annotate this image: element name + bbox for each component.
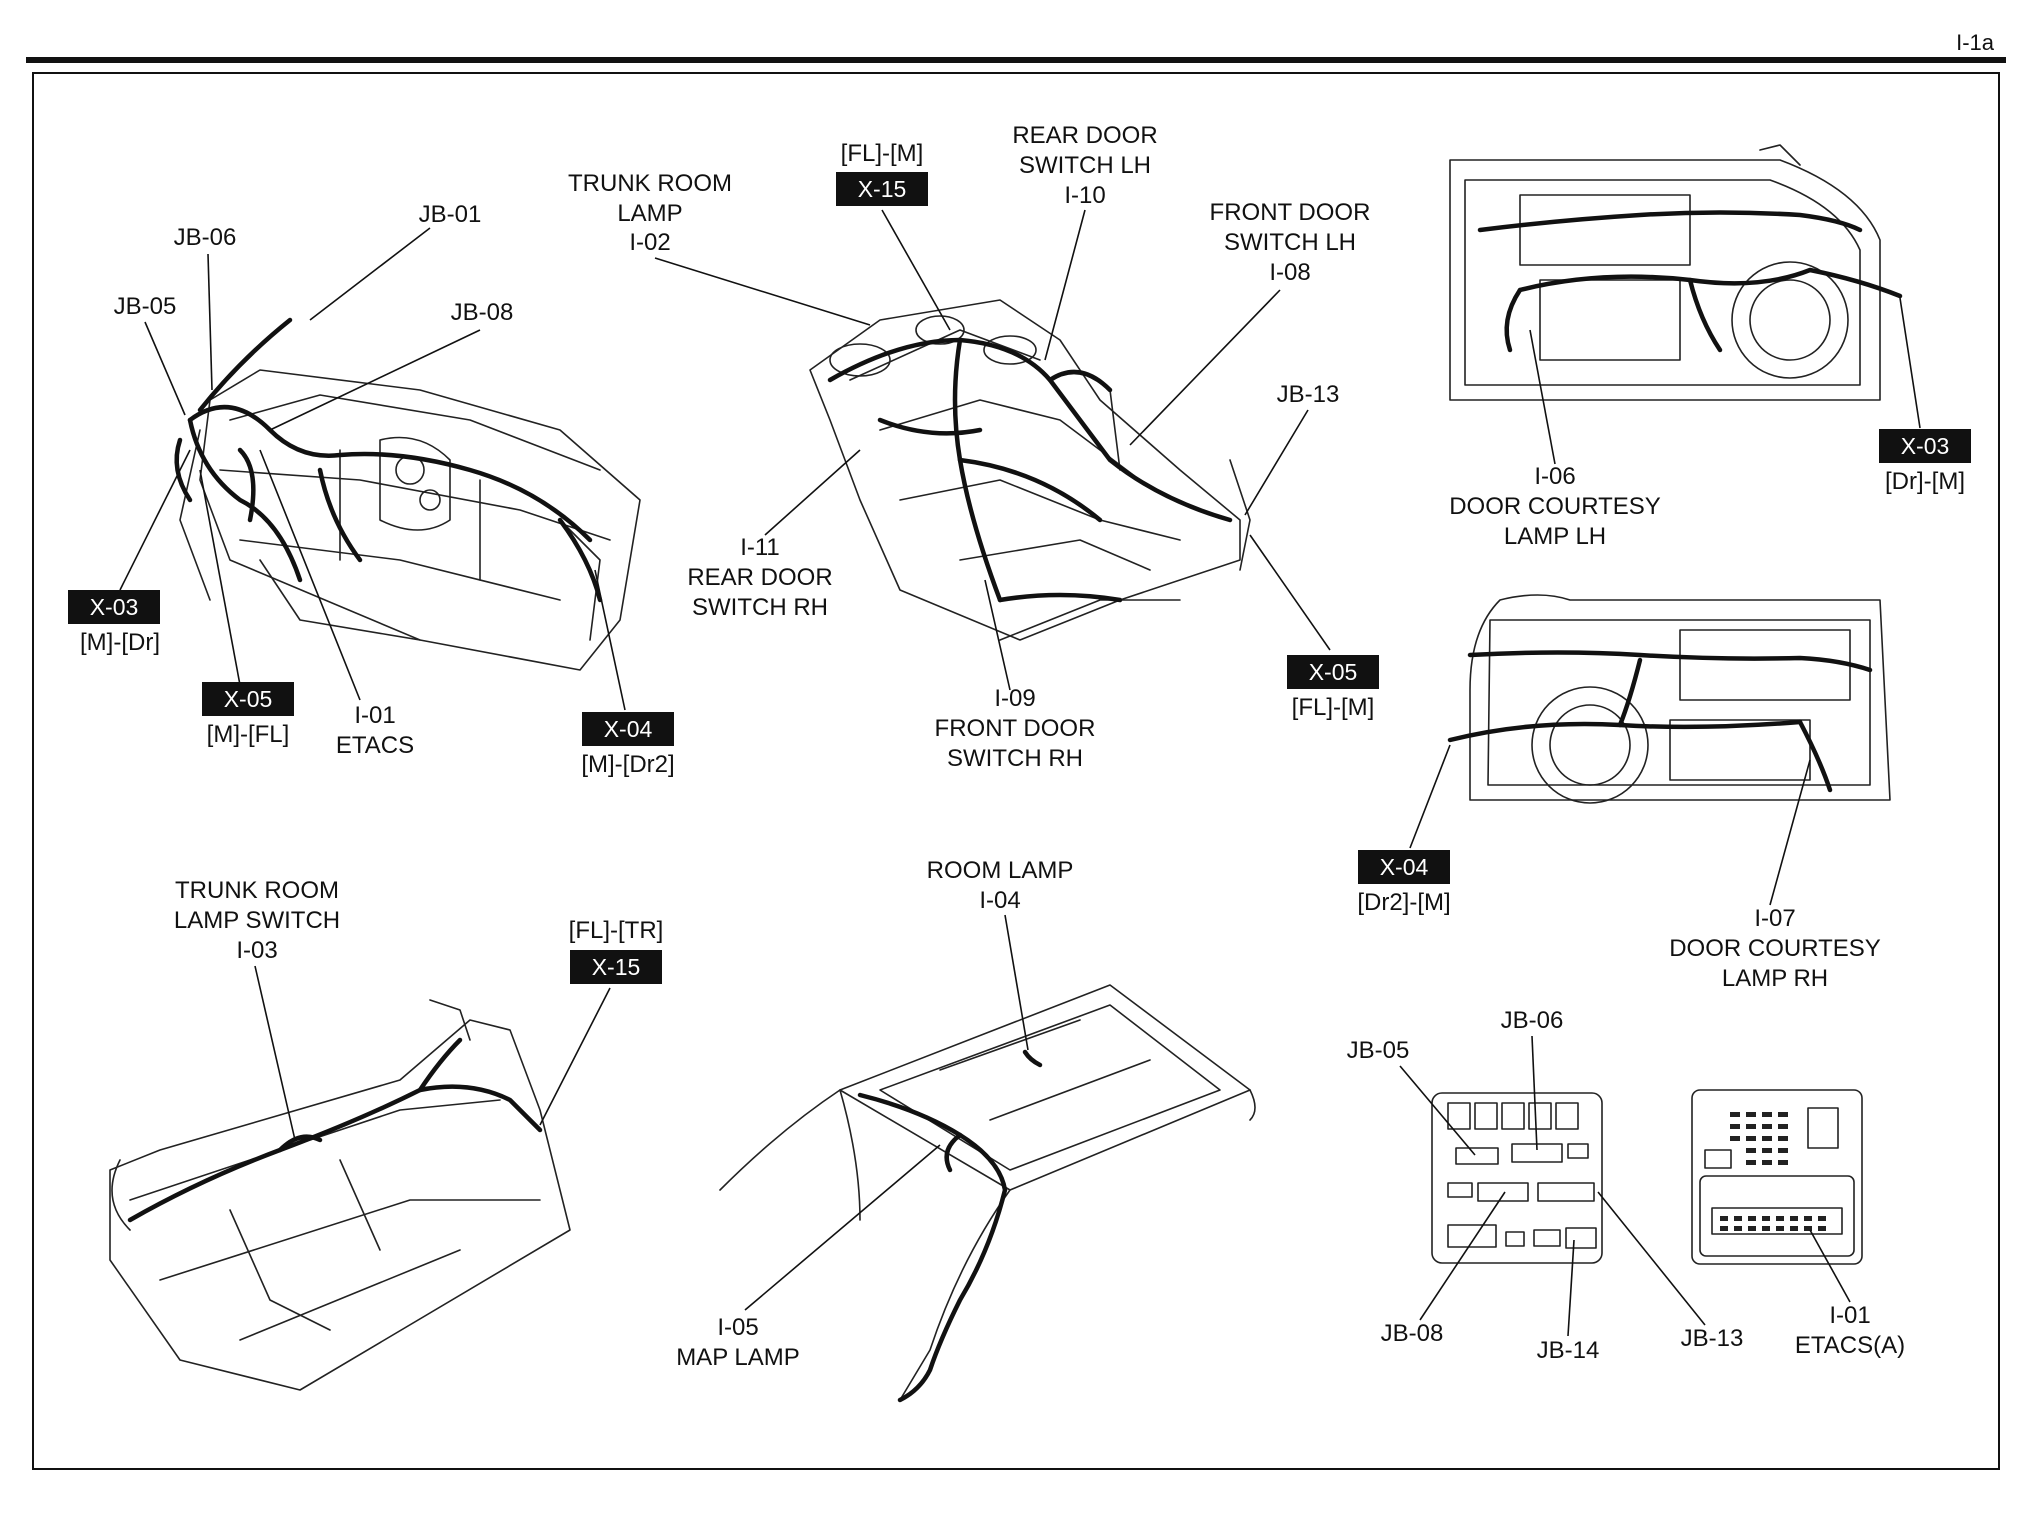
trunk-switch-code: I-03 <box>236 937 277 964</box>
door-courtesy-lh-line1: DOOR COURTESY <box>1449 493 1661 520</box>
x03-tag-text: X-03 <box>90 594 139 620</box>
etacs-code-label: I-01 <box>354 702 395 729</box>
door-courtesy-rh-line1: DOOR COURTESY <box>1669 935 1881 962</box>
junction-block-drawing <box>1431 1089 1863 1265</box>
room-lamp-label: ROOM LAMP <box>927 857 1074 884</box>
roof-harness-drawing <box>719 984 1256 1403</box>
x15-trunk-sub-label: [FL]-[TR] <box>569 917 664 944</box>
header-rule <box>26 57 2006 63</box>
x04-door-rh-sub-label: [Dr2]-[M] <box>1357 889 1450 916</box>
front-door-switch-rh-code: I-09 <box>994 685 1035 712</box>
x03-door-lh-tag-text: X-03 <box>1901 433 1950 459</box>
x05-floor-sub-label: [FL]-[M] <box>1292 694 1375 721</box>
front-door-switch-lh-line2: SWITCH LH <box>1224 229 1356 256</box>
front-door-switch-lh-code: I-08 <box>1269 259 1310 286</box>
rear-door-switch-rh-line2: SWITCH RH <box>692 594 828 621</box>
floor-leaders <box>654 209 1331 691</box>
trunk-harness-drawing <box>109 999 571 1391</box>
etacs-a-label: ETACS(A) <box>1795 1332 1905 1359</box>
jb06-junction-label: JB-06 <box>1501 1007 1564 1034</box>
rear-door-switch-rh-code: I-11 <box>740 534 780 561</box>
rear-door-switch-lh-code: I-10 <box>1064 182 1105 209</box>
door-courtesy-rh-code: I-07 <box>1754 905 1795 932</box>
x04-connector-tag <box>582 712 674 746</box>
x04-door-rh-tag-text: X-04 <box>1380 854 1429 880</box>
map-lamp-code: I-05 <box>717 1314 758 1341</box>
x15-floor-sub-label: [FL]-[M] <box>841 140 924 167</box>
door-courtesy-rh-line2: LAMP RH <box>1722 965 1828 992</box>
jb06-label: JB-06 <box>174 224 237 251</box>
x03-door-lh-connector-tag <box>1879 429 1971 463</box>
jb13-floor-label: JB-13 <box>1277 381 1340 408</box>
x04-tag-text: X-04 <box>604 716 653 742</box>
junction-leaders <box>1399 1035 1851 1337</box>
door-lh-drawing <box>1449 144 1903 401</box>
x05-tag-text: X-05 <box>224 686 273 712</box>
jb08-label: JB-08 <box>451 299 514 326</box>
trunk-room-lamp-line1: TRUNK ROOM <box>568 170 732 197</box>
jb05-label: JB-05 <box>114 293 177 320</box>
x15-trunk-tag-text: X-15 <box>592 954 641 980</box>
trunk-leaders <box>254 965 611 1141</box>
map-lamp-label: MAP LAMP <box>676 1344 800 1371</box>
front-door-switch-lh-line1: FRONT DOOR <box>1210 199 1371 226</box>
x03-door-lh-sub-label: [Dr]-[M] <box>1885 468 1965 495</box>
x05-floor-connector-tag <box>1287 655 1379 689</box>
page-number: I-1a <box>1956 30 1995 55</box>
door-courtesy-lh-code: I-06 <box>1534 463 1575 490</box>
front-door-switch-rh-line2: SWITCH RH <box>947 745 1083 772</box>
jb01-label: JB-01 <box>419 201 482 228</box>
x04-sub-label: [M]-[Dr2] <box>581 751 674 778</box>
x03-connector-tag <box>68 590 160 624</box>
door-rh-drawing <box>1447 594 1891 804</box>
trunk-room-lamp-code: I-02 <box>629 229 670 256</box>
etacs-pin-grid <box>1720 1112 1826 1231</box>
rear-door-switch-lh-line1: REAR DOOR <box>1012 122 1157 149</box>
rear-door-switch-lh-line2: SWITCH LH <box>1019 152 1151 179</box>
rear-door-switch-rh-line1: REAR DOOR <box>687 564 832 591</box>
x05-connector-tag <box>202 682 294 716</box>
trunk-switch-line2: LAMP SWITCH <box>174 907 340 934</box>
door-rh-leaders <box>1409 744 1811 906</box>
jb05-junction-label: JB-05 <box>1347 1037 1410 1064</box>
door-courtesy-lh-line2: LAMP LH <box>1504 523 1606 550</box>
x15-floor-tag-text: X-15 <box>858 176 907 202</box>
dashboard-leaders <box>119 227 626 711</box>
roof-leaders <box>744 914 1029 1311</box>
floor-harness-drawing <box>809 299 1251 641</box>
front-door-switch-rh-line1: FRONT DOOR <box>935 715 1096 742</box>
x04-door-rh-connector-tag <box>1358 850 1450 884</box>
x05-floor-tag-text: X-05 <box>1309 659 1358 685</box>
jb14-junction-label: JB-14 <box>1537 1337 1600 1364</box>
door-lh-leaders <box>1529 297 1921 465</box>
x15-trunk-connector-tag <box>570 950 662 984</box>
x15-floor-connector-tag <box>836 172 928 206</box>
room-lamp-code: I-04 <box>979 887 1020 914</box>
x05-sub-label: [M]-[FL] <box>207 721 290 748</box>
jb13-junction-label: JB-13 <box>1681 1325 1744 1352</box>
diagram-frame <box>32 72 2000 1470</box>
etacs-a-code: I-01 <box>1829 1302 1870 1329</box>
dashboard-harness-drawing <box>174 317 641 671</box>
trunk-room-lamp-line2: LAMP <box>617 200 682 227</box>
etacs-name-label: ETACS <box>336 732 414 759</box>
x03-sub-label: [M]-[Dr] <box>80 629 160 656</box>
trunk-switch-line1: TRUNK ROOM <box>175 877 339 904</box>
jb08-junction-label: JB-08 <box>1381 1320 1444 1347</box>
